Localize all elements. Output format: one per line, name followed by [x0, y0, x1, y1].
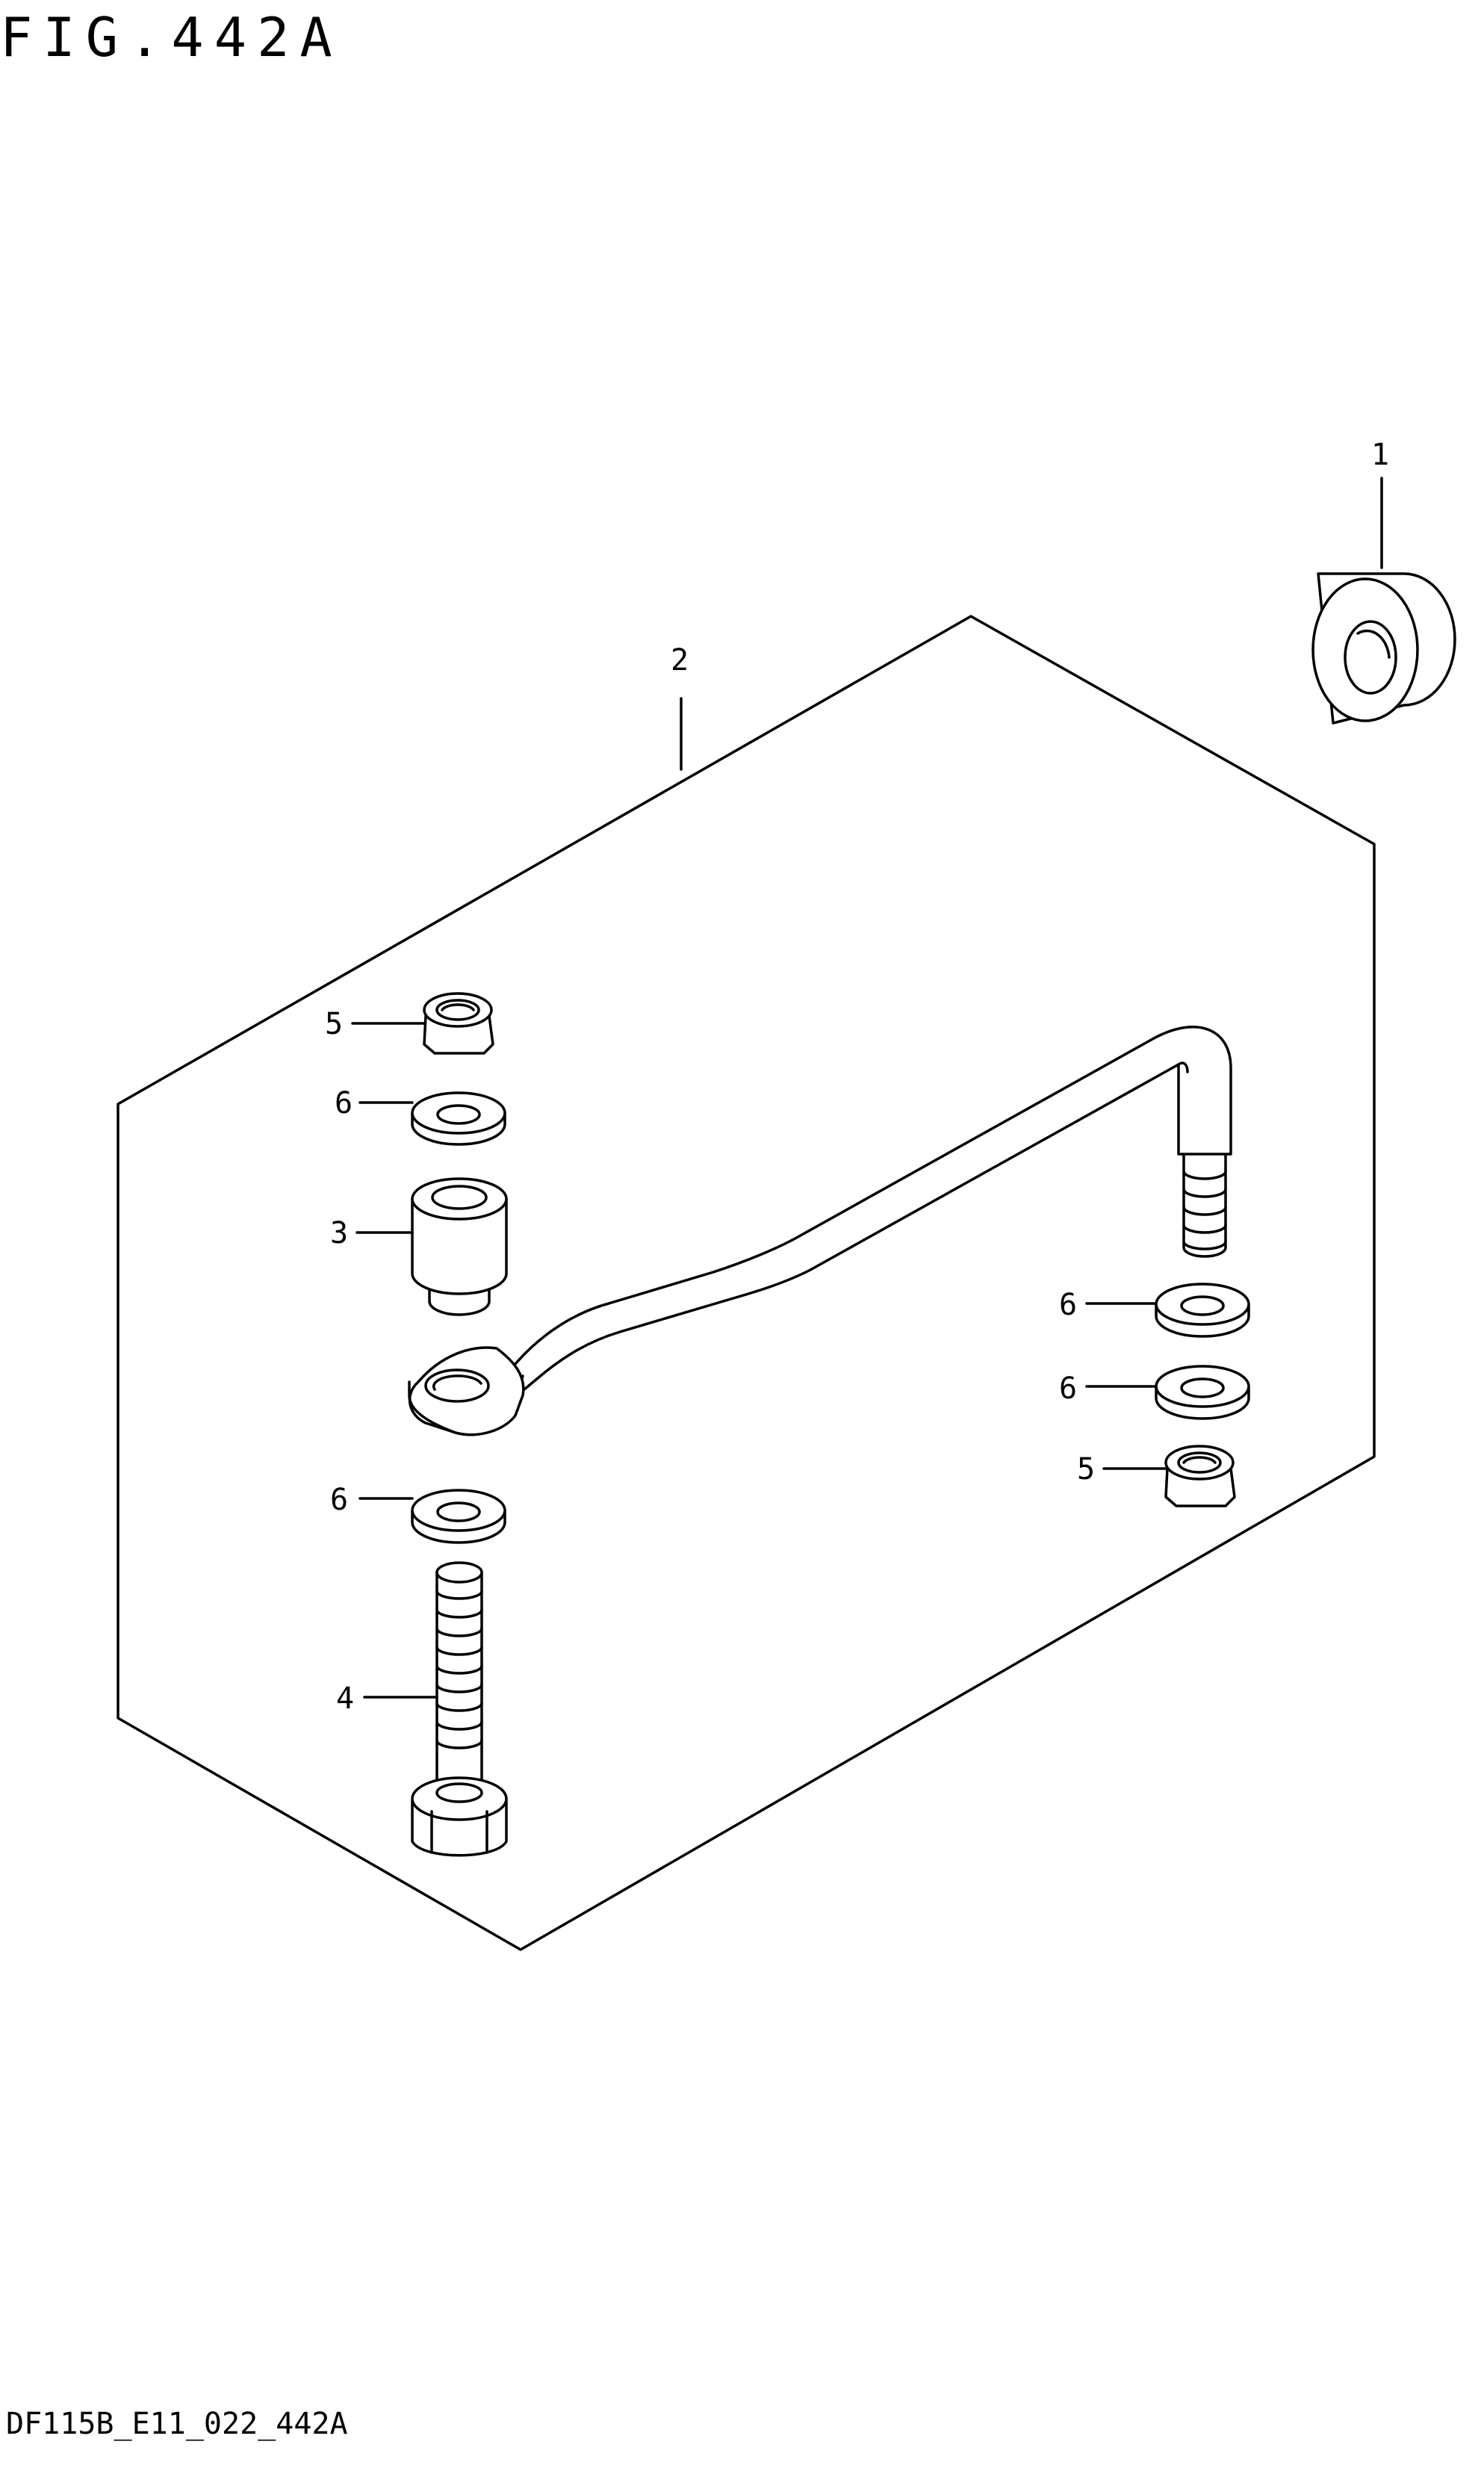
callout-3: 3: [330, 1216, 348, 1250]
diagram-code: DF115B_E11_022_442A: [6, 2407, 348, 2441]
callout-1: 1: [1371, 438, 1389, 472]
callout-6-bolt: 6: [330, 1483, 348, 1517]
part-3-collar: [411, 1177, 508, 1316]
part-6-washer-right-lower: [1155, 1365, 1250, 1420]
part-1-bushing: [1311, 572, 1456, 725]
part-4-bolt: [411, 1561, 508, 1857]
part-6-washer-bolt: [411, 1489, 506, 1544]
part-2-link-rod: [408, 1026, 1232, 1436]
part-6-washer-upper: [411, 1091, 506, 1146]
part-6-washer-right-upper: [1155, 1283, 1250, 1338]
callout-5-lower: 5: [1077, 1452, 1095, 1487]
callout-6-right-upper: 6: [1059, 1288, 1077, 1322]
callout-6-upper: 6: [335, 1086, 353, 1120]
callout-6-right-lower: 6: [1059, 1371, 1077, 1406]
part-5-nut-upper: [423, 992, 494, 1055]
callout-5-upper: 5: [325, 1007, 343, 1041]
figure-title: FIG.442A: [0, 6, 343, 69]
callout-2: 2: [671, 643, 689, 678]
part-5-nut-lower: [1164, 1445, 1236, 1507]
kit-outline: [117, 615, 1376, 1951]
callout-4: 4: [336, 1681, 354, 1716]
